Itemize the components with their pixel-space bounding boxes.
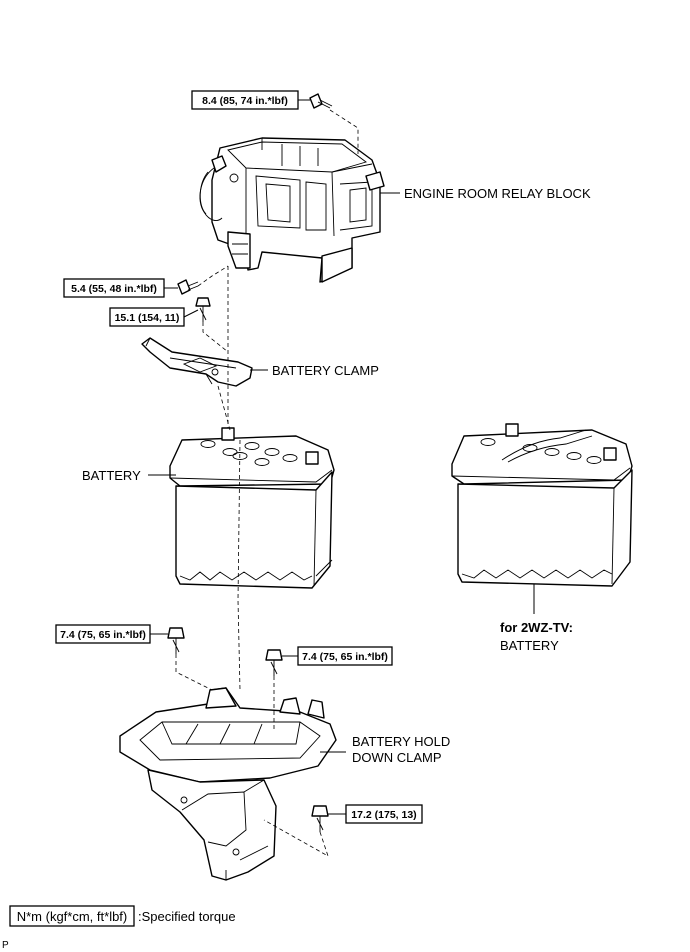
assembly-lines — [175, 109, 359, 857]
bolt-bracket — [311, 805, 329, 832]
torque-box-relay-block-lower: 5.4 (55, 48 in.*lbf) — [63, 278, 165, 298]
bolt-relay-block-top — [309, 93, 333, 109]
legend-meaning: :Specified torque — [138, 909, 236, 924]
torque-box-clamp: 15.1 (154, 11) — [109, 307, 185, 327]
battery-hold-down-clamp — [119, 687, 337, 881]
bolt-hold-down-left — [167, 627, 185, 654]
label-battery: BATTERY — [82, 468, 141, 483]
engine-room-relay-block — [199, 137, 385, 283]
torque-value: 17.2 (175, 13) — [351, 809, 416, 821]
torque-box-hold-down-left: 7.4 (75, 65 in.*lbf) — [55, 624, 151, 644]
torque-value: 5.4 (55, 48 in.*lbf) — [71, 283, 157, 295]
torque-value: 8.4 (85, 74 in.*lbf) — [202, 95, 288, 107]
bolt-hold-down-right — [265, 649, 283, 676]
torque-box-relay-block: 8.4 (85, 74 in.*lbf) — [191, 90, 299, 110]
label-variant-title: for 2WZ-TV: — [500, 620, 573, 635]
torque-value: 7.4 (75, 65 in.*lbf) — [60, 629, 146, 641]
torque-value: 15.1 (154, 11) — [115, 312, 180, 324]
label-hold-down-line1: BATTERY HOLD — [352, 734, 450, 749]
battery — [169, 427, 335, 589]
label-hold-down-line2: DOWN CLAMP — [352, 750, 442, 765]
label-engine-room-relay-block: ENGINE ROOM RELAY BLOCK — [404, 186, 591, 201]
label-battery-clamp: BATTERY CLAMP — [272, 363, 379, 378]
bolt-clamp — [195, 297, 211, 322]
label-variant-battery: BATTERY — [500, 638, 559, 653]
battery-clamp — [141, 337, 253, 387]
legend-unit-box: N*m (kgf*cm, ft*lbf) — [17, 909, 128, 924]
corner-mark: P — [2, 940, 9, 951]
torque-box-hold-down-right: 7.4 (75, 65 in.*lbf) — [297, 646, 393, 666]
battery-2wz-tv — [451, 423, 633, 587]
torque-value: 7.4 (75, 65 in.*lbf) — [302, 651, 388, 663]
legend: N*m (kgf*cm, ft*lbf) :Specified torque — [9, 905, 236, 927]
leader-lines — [148, 99, 535, 815]
torque-box-bracket: 17.2 (175, 13) — [345, 804, 423, 824]
bolt-relay-block-lower — [177, 279, 199, 295]
